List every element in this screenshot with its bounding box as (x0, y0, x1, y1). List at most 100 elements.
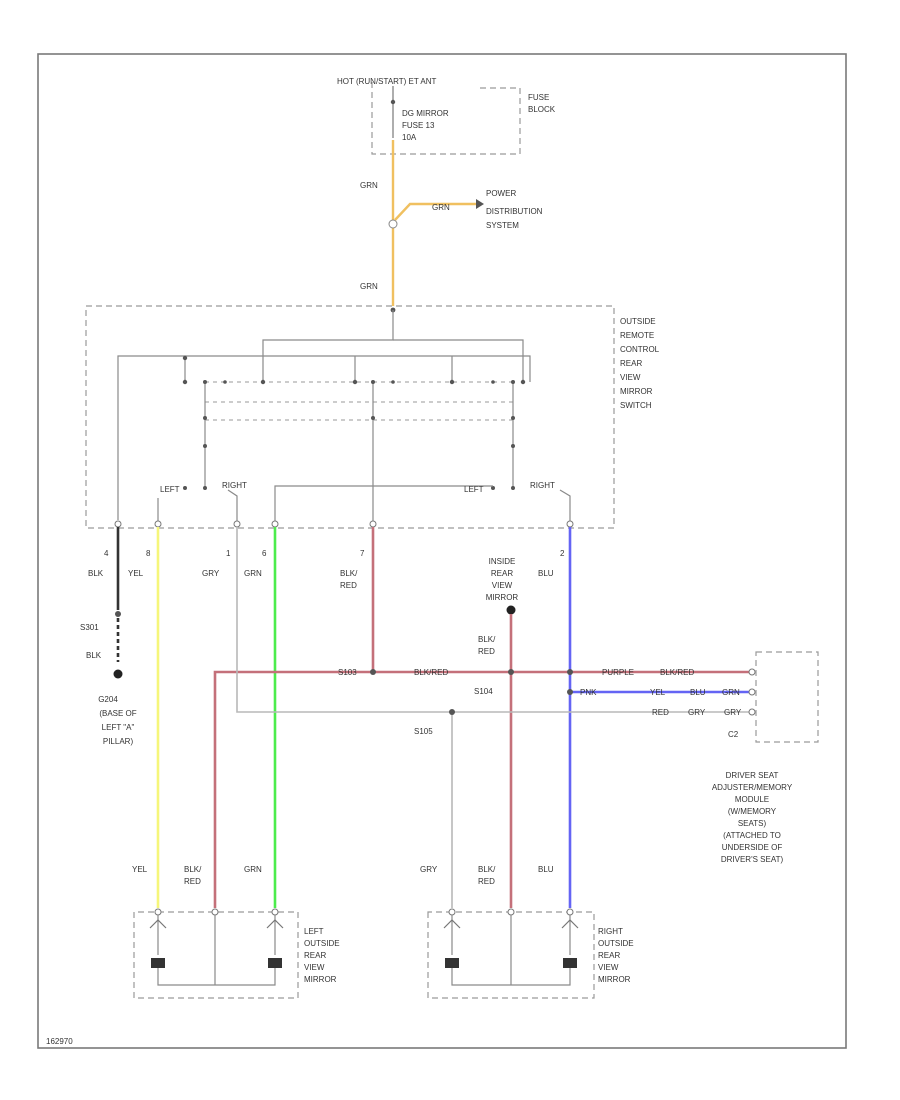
inside-mirror-label-2: REAR (491, 569, 513, 578)
module-label-1: DRIVER SEAT (726, 771, 779, 780)
pin-7-num: 7 (360, 549, 365, 558)
module-label-2: ADJUSTER/MEMORY (712, 783, 793, 792)
pin-2-wire: BLU (538, 569, 554, 578)
power-dist-label-1: POWER (486, 189, 516, 198)
switch-label-6: MIRROR (620, 387, 653, 396)
module-label-4: (W/MEMORY (728, 807, 777, 816)
right-mirror-label-5: MIRROR (598, 975, 631, 984)
harness-row3-c: GRY (724, 708, 742, 717)
right-mirror-wire-br-1: BLK/ (478, 865, 496, 874)
fuse-text-2: FUSE 13 (402, 121, 435, 130)
fuse-block-label-1: FUSE (528, 93, 549, 102)
ground-location-2: LEFT "A" (102, 723, 135, 732)
signal-wires (156, 527, 750, 908)
inside-mirror: INSIDE REAR VIEW MIRROR BLK/ RED (478, 557, 518, 656)
ground-location-3: PILLAR) (103, 737, 134, 746)
memory-module: DRIVER SEAT ADJUSTER/MEMORY MODULE (W/ME… (712, 651, 819, 864)
splice-top: S103 (338, 668, 357, 677)
pin-1-num: 1 (226, 549, 231, 558)
inside-mirror-wire-1: BLK/ (478, 635, 496, 644)
switch-label-4: REAR (620, 359, 642, 368)
pin-4-wire: BLK (88, 569, 104, 578)
switch-input-wire-label: GRN (360, 282, 378, 291)
switch-label-3: CONTROL (620, 345, 660, 354)
fuse-block: HOT (RUN/START) ET ANT DG MIRROR FUSE 13… (337, 77, 556, 155)
harness-row1-b: PURPLE (602, 668, 634, 677)
harness-row1-c: BLK/RED (660, 668, 694, 677)
harness-row2-d: GRN (722, 688, 740, 697)
top-power-label: HOT (RUN/START) ET ANT (337, 77, 437, 86)
switch-pos-right-2: RIGHT (530, 481, 555, 490)
switch-pos-left-2: LEFT (464, 485, 484, 494)
right-mirror-label-3: REAR (598, 951, 620, 960)
pin-8-wire: YEL (128, 569, 144, 578)
module-label-6: (ATTACHED TO (723, 831, 781, 840)
left-mirror-label-1: LEFT (304, 927, 324, 936)
left-mirror: YEL BLK/ RED GRN LEFT OUTSIDE REAR VIEW … (132, 865, 340, 999)
pin-1-wire: GRY (202, 569, 220, 578)
mirror-switch: LEFT RIGHT LEFT RIGHT OUTSIDE REMOTE CON… (85, 305, 660, 529)
inside-mirror-label-1: INSIDE (489, 557, 516, 566)
module-label-7: UNDERSIDE OF (722, 843, 783, 852)
pin-6-num: 6 (262, 549, 267, 558)
left-mirror-wire-br-1: BLK/ (184, 865, 202, 874)
right-mirror-label-2: OUTSIDE (598, 939, 634, 948)
figure-id: 162970 (46, 1037, 73, 1046)
module-label-8: DRIVER'S SEAT) (721, 855, 784, 864)
module-label-5: SEATS) (738, 819, 767, 828)
left-mirror-wire-grn: GRN (244, 865, 262, 874)
inside-mirror-label-3: VIEW (492, 581, 513, 590)
right-mirror-label-4: VIEW (598, 963, 619, 972)
power-dist-label-3: SYSTEM (486, 221, 519, 230)
left-mirror-label-5: MIRROR (304, 975, 337, 984)
pin-8-num: 8 (146, 549, 151, 558)
harness-row2-a: PNK (580, 688, 597, 697)
fuse-block-label-2: BLOCK (528, 105, 556, 114)
pin-labels: 4 BLK 8 YEL 1 GRY 6 GRN 7 BLK/ RED 2 BLU (88, 549, 565, 590)
harness-row3-b: GRY (688, 708, 706, 717)
right-mirror-wire-br-2: RED (478, 877, 495, 886)
switch-pos-right-1: RIGHT (222, 481, 247, 490)
ground-circuit: S301 BLK G204 (BASE OF LEFT "A" PILLAR) (80, 527, 137, 746)
ground-location-1: (BASE OF (99, 709, 136, 718)
left-mirror-label-4: VIEW (304, 963, 325, 972)
splice-mid: S104 (474, 687, 493, 696)
pin-4-num: 4 (104, 549, 109, 558)
harness-row3-a: RED (652, 708, 669, 717)
switch-label-1: OUTSIDE (620, 317, 656, 326)
pin-2-num: 2 (560, 549, 565, 558)
harness-labels: S103 BLK/RED PURPLE BLK/RED S104 PNK YEL… (338, 668, 756, 739)
power-dist-wire-label: GRN (432, 203, 450, 212)
right-mirror-wire-gry: GRY (420, 865, 438, 874)
power-wire-label-top: GRN (360, 181, 378, 190)
pin-7-wire-2: RED (340, 581, 357, 590)
diagram-frame (37, 53, 847, 1049)
ground-id: G204 (98, 695, 118, 704)
right-mirror-wire-blu: BLU (538, 865, 554, 874)
left-mirror-label-3: REAR (304, 951, 326, 960)
left-mirror-label-2: OUTSIDE (304, 939, 340, 948)
switch-label-2: REMOTE (620, 331, 654, 340)
right-mirror-label-1: RIGHT (598, 927, 623, 936)
switch-label-7: SWITCH (620, 401, 652, 410)
left-mirror-wire-br-2: RED (184, 877, 201, 886)
right-mirror: GRY BLK/ RED BLU RIGHT OUTSIDE REAR VIEW… (420, 865, 634, 999)
left-mirror-wire-yel: YEL (132, 865, 148, 874)
fuse-text-3: 10A (402, 133, 417, 142)
connector-c2: C2 (728, 730, 739, 739)
ground-wire-label: BLK (86, 651, 102, 660)
switch-pos-left-1: LEFT (160, 485, 180, 494)
pin-6-wire: GRN (244, 569, 262, 578)
switch-label-5: VIEW (620, 373, 641, 382)
module-label-3: MODULE (735, 795, 769, 804)
fuse-text-1: DG MIRROR (402, 109, 449, 118)
power-feed-wire: GRN GRN POWER DISTRIBUTION SYSTEM GRN (360, 140, 543, 306)
ground-splice-label: S301 (80, 623, 99, 632)
splice-low: S105 (414, 727, 433, 736)
inside-mirror-label-4: MIRROR (486, 593, 519, 602)
harness-row1-a: BLK/RED (414, 668, 448, 677)
pin-7-wire-1: BLK/ (340, 569, 358, 578)
power-dist-label-2: DISTRIBUTION (486, 207, 543, 216)
harness-row2-b: YEL (650, 688, 666, 697)
